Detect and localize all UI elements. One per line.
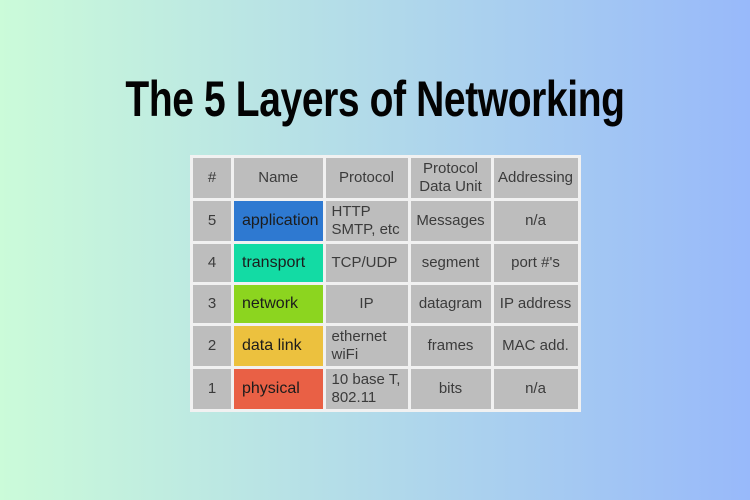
- pdu-cell: segment: [410, 244, 491, 282]
- pdu-cell: datagram: [410, 285, 491, 323]
- networking-layers-table: # Name Protocol Protocol Data Unit Addre…: [190, 155, 581, 412]
- layer-number-cell: 4: [193, 244, 231, 282]
- addressing-cell: port #'s: [493, 244, 578, 282]
- table-row-layer-1: 1 physical 10 base T, 802.11 bits n/a: [193, 369, 578, 409]
- protocol-cell: HTTP SMTP, etc: [325, 201, 408, 241]
- table-row-layer-3: 3 network IP datagram IP address: [193, 285, 578, 323]
- protocol-cell: ethernet wiFi: [325, 326, 408, 366]
- layer-number-cell: 2: [193, 326, 231, 366]
- protocol-cell: IP: [325, 285, 408, 323]
- addressing-cell: MAC add.: [493, 326, 578, 366]
- addressing-cell: n/a: [493, 369, 578, 409]
- table-header-row: # Name Protocol Protocol Data Unit Addre…: [193, 158, 578, 198]
- addressing-cell: n/a: [493, 201, 578, 241]
- layer-name-cell: network: [234, 285, 323, 323]
- pdu-cell: frames: [410, 326, 491, 366]
- column-header-protocol: Protocol: [325, 158, 408, 198]
- layer-name-cell: physical: [234, 369, 323, 409]
- layer-name-cell: data link: [234, 326, 323, 366]
- layer-name-cell: transport: [234, 244, 323, 282]
- layer-number-cell: 5: [193, 201, 231, 241]
- pdu-cell: Messages: [410, 201, 491, 241]
- column-header-addressing: Addressing: [493, 158, 578, 198]
- table-row-layer-2: 2 data link ethernet wiFi frames MAC add…: [193, 326, 578, 366]
- protocol-cell: 10 base T, 802.11: [325, 369, 408, 409]
- column-header-name: Name: [234, 158, 323, 198]
- table-row-layer-5: 5 application HTTP SMTP, etc Messages n/…: [193, 201, 578, 241]
- layer-name-cell: application: [234, 201, 323, 241]
- pdu-cell: bits: [410, 369, 491, 409]
- page-title: The 5 Layers of Networking: [125, 71, 625, 127]
- layer-number-cell: 1: [193, 369, 231, 409]
- table-row-layer-4: 4 transport TCP/UDP segment port #'s: [193, 244, 578, 282]
- addressing-cell: IP address: [493, 285, 578, 323]
- layer-number-cell: 3: [193, 285, 231, 323]
- column-header-pdu: Protocol Data Unit: [410, 158, 491, 198]
- protocol-cell: TCP/UDP: [325, 244, 408, 282]
- column-header-number: #: [193, 158, 231, 198]
